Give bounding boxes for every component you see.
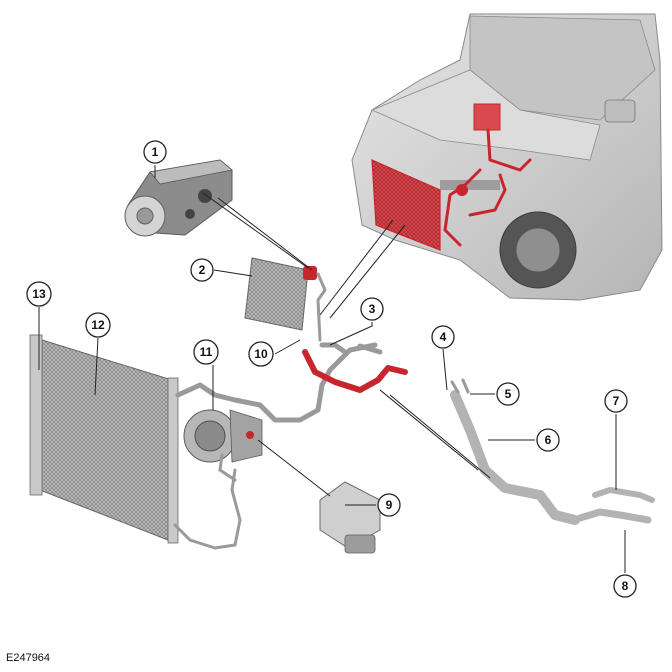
callout-label: 1 [152, 145, 159, 159]
callout-5: 5 [496, 382, 520, 406]
callout-10: 10 [248, 341, 274, 367]
callout-label: 2 [199, 263, 206, 277]
callout-label: 8 [622, 579, 629, 593]
callout-8: 8 [613, 574, 637, 598]
callout-label: 13 [32, 287, 46, 301]
callout-label: 7 [613, 394, 620, 408]
callout-12: 12 [85, 312, 111, 338]
callout-11: 11 [193, 339, 219, 365]
vehicle-illustration [351, 13, 663, 301]
callout-6: 6 [536, 428, 560, 452]
ac-compressor [183, 409, 263, 463]
evaporator-core [244, 257, 327, 342]
refrigerant-lines [173, 342, 655, 550]
leader-lines [38, 165, 626, 573]
callout-1: 1 [143, 140, 167, 164]
callout-label: 11 [200, 345, 213, 359]
callout-4: 4 [431, 325, 455, 349]
callout-7: 7 [604, 389, 628, 413]
expansion-valve [124, 159, 233, 237]
callout-label: 10 [254, 347, 268, 361]
callout-label: 6 [545, 433, 552, 447]
pressure-sensor [319, 481, 381, 554]
callout-label: 9 [386, 498, 393, 512]
callout-label: 12 [91, 318, 105, 332]
callout-9: 9 [377, 493, 401, 517]
callout-label: 5 [505, 387, 512, 401]
callout-label: 4 [440, 330, 447, 344]
callout-label: 3 [369, 302, 376, 316]
figure-reference-code: E247964 [6, 652, 51, 664]
callout-3: 3 [360, 297, 384, 321]
condenser-assembly [29, 334, 179, 544]
callout-2: 2 [190, 258, 214, 282]
callout-13: 13 [26, 281, 52, 307]
